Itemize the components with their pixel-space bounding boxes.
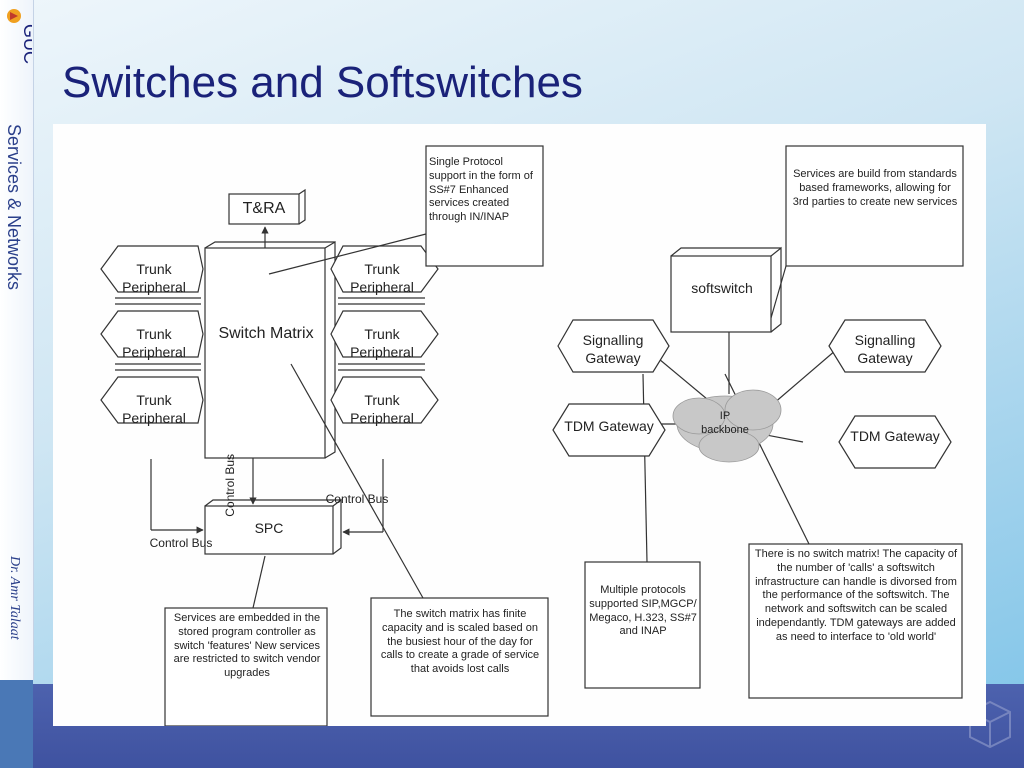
- ip-backbone-label: IP backbone: [701, 410, 749, 436]
- note-box-capacity: [370, 597, 549, 717]
- tra-box: [228, 193, 300, 225]
- slide-title: Switches and Softswitches: [62, 58, 583, 107]
- trunk-peripheral-left-3: Trunk Peripheral: [122, 392, 186, 426]
- tra-label: T&RA: [242, 200, 286, 217]
- note-protocols: Multiple protocols supported SIP,MGCP/ M…: [589, 584, 697, 638]
- tdm-gateway-left-label: TDM Gateway: [564, 418, 654, 434]
- right-trunk-peripherals: [330, 245, 439, 424]
- tdm-gateway-right: [838, 415, 952, 469]
- note-capacity: The switch matrix has finite capacity an…: [380, 608, 540, 675]
- control-bus-left: Control Bus: [149, 536, 213, 550]
- guc-logo: GUC: [7, 9, 32, 64]
- control-bus-vertical: Control Bus: [223, 454, 237, 517]
- note-services-embedded: Services are embedded in the stored prog…: [173, 612, 321, 679]
- note-no-switch: There is no switch matrix! The capacity …: [754, 548, 958, 643]
- control-bus-right: Control Bus: [325, 492, 389, 506]
- note-box-services-build: [785, 145, 964, 267]
- left-trunk-peripherals: [100, 245, 204, 424]
- note-box-single-protocol: [425, 145, 544, 267]
- sidebar-panel: [0, 0, 34, 680]
- spc-label: SPC: [254, 520, 284, 536]
- trunk-peripheral-right-2: Trunk Peripheral: [350, 326, 414, 360]
- sidebar: GUC Services & Networks Dr. Amr Talaat: [0, 0, 34, 768]
- note-box-protocols: [584, 561, 701, 689]
- softswitch-label: softswitch: [691, 280, 753, 296]
- logo-text: GUC: [20, 24, 32, 64]
- signalling-gateway-left-label: Signalling Gateway: [582, 332, 644, 366]
- switch-matrix-label: Switch Matrix: [218, 325, 314, 342]
- signalling-gateway-right-label: Signalling Gateway: [854, 332, 916, 366]
- author-name: Dr. Amr Talaat: [7, 556, 22, 640]
- signalling-gateway-right: [828, 319, 942, 373]
- spc-box: [204, 505, 334, 555]
- diagram-panel: T&RA Switch Matrix SPC Trunk Peripheral …: [53, 124, 986, 726]
- course-name: Services & Networks: [4, 124, 24, 291]
- diagram-shapes: [100, 145, 964, 726]
- tdm-gateway-left: [552, 403, 666, 457]
- softswitch-box: [670, 255, 772, 333]
- note-box-services-embedded: [164, 607, 328, 726]
- note-services-build: Services are build from standards based …: [792, 168, 958, 208]
- tdm-gateway-right-label: TDM Gateway: [850, 428, 940, 444]
- trunk-peripheral-left-2: Trunk Peripheral: [122, 326, 186, 360]
- signalling-gateway-left: [557, 319, 670, 373]
- note-box-no-switch: [748, 543, 963, 699]
- ip-backbone-cloud: [672, 389, 782, 463]
- trunk-peripheral-left-1: Trunk Peripheral: [122, 261, 186, 295]
- trunk-peripheral-right-1: Trunk Peripheral: [350, 261, 414, 295]
- trunk-peripheral-right-3: Trunk Peripheral: [350, 392, 414, 426]
- switch-matrix-box: [204, 247, 326, 459]
- note-single-protocol: Single Protocol support in the form of S…: [429, 156, 533, 223]
